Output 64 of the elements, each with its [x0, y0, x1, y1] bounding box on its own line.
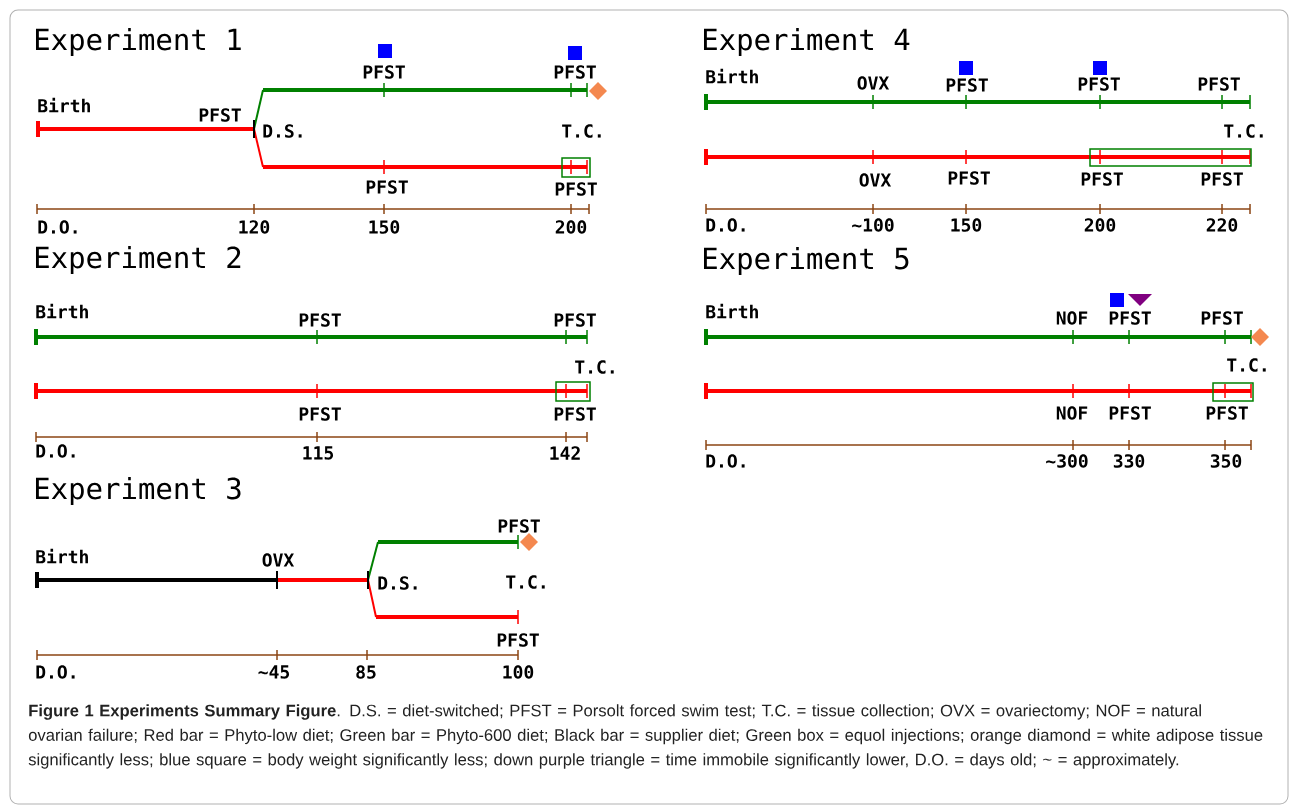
timeline-label: D.O.: [706, 454, 745, 468]
timeline-label: PFST: [1078, 77, 1120, 91]
timeline-label: 150: [951, 218, 982, 232]
timeline-label: D.O.: [706, 218, 745, 232]
timeline-label: 100: [503, 665, 534, 679]
timeline-label: PFST: [299, 407, 341, 421]
timeline-label: ~45: [258, 665, 290, 679]
timeline-label: D.O.: [36, 665, 75, 679]
timeline-label: PFST: [1201, 172, 1243, 186]
timeline-label: 200: [555, 220, 587, 234]
timeline-label: T.C.: [575, 360, 614, 374]
timeline-label: OVX: [859, 173, 892, 187]
timeline-label: PFST: [555, 182, 597, 196]
timeline-label: NOF: [1056, 311, 1088, 325]
timeline-label: PFST: [366, 180, 408, 194]
timeline-label: PFST: [554, 65, 596, 79]
timeline-label: Birth: [706, 303, 758, 319]
timeline-label: T.C.: [1224, 124, 1263, 138]
experiment-heading: Experiment 5: [704, 246, 909, 276]
timeline-label: PFST: [554, 313, 596, 327]
timeline-label: D.O.: [36, 444, 75, 458]
figure-caption: Figure 1 Experiments Summary Figure. D.S. = diet-switched; PFST = Porsolt forced swim test; T.C. = tissue collection; OVX = ovariectomy; NOF = natural ovarian failure; Red bar = Phyto-low diet; Green bar = Phyto-600 diet; Black bar = supplier diet; Green box = equol injections; orange diamond = white adipose tissue significantly less; blue square = body weight significantly less; down purple triangle = time immobile significantly lower, D.O. = days old; ~ = approximately.: [28, 704, 1263, 769]
timeline-label: PFST: [1081, 172, 1123, 186]
timeline-label: 150: [369, 220, 400, 234]
timeline-label: 350: [1210, 454, 1242, 468]
timeline-label: 115: [303, 446, 334, 460]
timeline-label: PFST: [497, 633, 539, 647]
timeline-label: 330: [1113, 454, 1145, 468]
timeline-label: ~300: [1046, 454, 1088, 468]
timeline-label: T.C.: [506, 575, 545, 589]
timeline-label: D.S.: [378, 576, 417, 590]
timeline-label: Birth: [36, 548, 88, 564]
timeline-label: 120: [239, 220, 270, 234]
timeline-label: 220: [1206, 218, 1238, 232]
timeline-label: PFST: [199, 108, 241, 122]
timeline-label: 85: [356, 665, 376, 679]
timeline-label: 200: [1084, 218, 1116, 232]
experiment-heading: Experiment 3: [36, 476, 241, 506]
timeline-label: PFST: [1206, 406, 1248, 420]
timeline-label: OVX: [857, 76, 890, 90]
timeline-label: Birth: [706, 68, 758, 84]
timeline-label: 142: [550, 446, 580, 460]
experiment-heading: Experiment 4: [704, 27, 910, 57]
timeline-label: T.C.: [562, 124, 601, 138]
experiment-heading: Experiment 1: [36, 27, 241, 57]
timeline-label: OVX: [262, 553, 294, 567]
timeline-label: PFST: [363, 65, 405, 79]
timeline-label: NOF: [1056, 406, 1088, 420]
timeline-label: PFST: [554, 407, 596, 421]
timeline-label: D.S.: [263, 124, 302, 138]
timeline-label: D.O.: [38, 220, 77, 234]
timeline-label: Birth: [36, 303, 88, 319]
timeline-label: Birth: [38, 97, 90, 113]
timeline-label: ~100: [852, 218, 894, 232]
timeline-label: PFST: [299, 313, 341, 327]
timeline-label: PFST: [498, 519, 540, 533]
timeline-label: PFST: [946, 78, 988, 92]
timeline-label: PFST: [1201, 311, 1243, 325]
experiment-heading: Experiment 2: [36, 245, 241, 275]
timeline-label: PFST: [1109, 406, 1151, 420]
timeline-label: T.C.: [1227, 358, 1266, 372]
timeline-label: PFST: [1198, 77, 1240, 91]
timeline-label: PFST: [1109, 311, 1151, 325]
timeline-label: PFST: [948, 171, 990, 185]
